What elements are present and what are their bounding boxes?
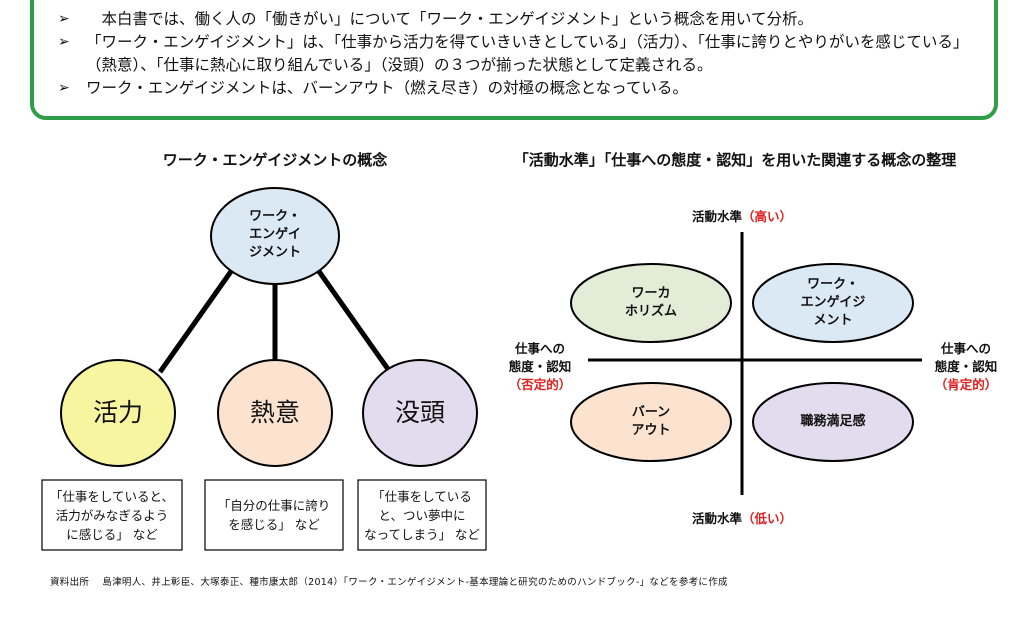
- axis-qualifier: （高い）: [742, 209, 793, 224]
- axis-qualifier: （肯定的）: [934, 377, 998, 392]
- description-line: に感じる」 など: [66, 527, 158, 542]
- workaholism-label: ワーカ ホリズム: [591, 285, 711, 321]
- burnout-ellipse: [570, 382, 732, 462]
- engagement-label: ワーク・ エンゲイジ メント: [773, 276, 893, 330]
- description-line: 「自分の仕事に誇り: [217, 498, 331, 513]
- axis-bottom-label: 活動水準（低い）: [662, 510, 822, 528]
- dedication-desc-box: [204, 479, 344, 551]
- bullet-text: 本白書では、働く人の「働きがい」について「ワーク・エンゲイジメント」という概念を…: [86, 10, 813, 28]
- source-note: 資料出所 島津明人、井上彰臣、大塚泰正、種市康太郎（2014）「ワーク・エンゲイ…: [50, 577, 728, 588]
- connector-line: [315, 268, 393, 374]
- dedication-ellipse: [217, 359, 333, 467]
- quadrant-line: バーン: [631, 405, 671, 420]
- axis-right-label: 仕事への 態度・認知 （肯定的）: [918, 340, 1014, 394]
- quadrant-line: ワーク・: [807, 277, 859, 292]
- center-node-line: エンゲイ: [249, 227, 301, 242]
- axis-text: 仕事への: [940, 341, 991, 356]
- axis-text: 態度・認知: [934, 359, 998, 374]
- connector-line: [157, 268, 235, 374]
- bullet-item: ➢ 「ワーク・エンゲイジメント」は、「仕事から活力を得ていきいきとしている」（活…: [58, 31, 988, 77]
- axis-text: 活動水準: [691, 209, 742, 224]
- axis-qualifier: （否定的）: [508, 377, 572, 392]
- center-node-ellipse: [210, 187, 340, 285]
- bullet-arrow-icon: ➢: [58, 34, 70, 50]
- description-line: 活力がみなぎるよう: [55, 508, 169, 523]
- description-line: 「仕事をしている: [372, 489, 472, 504]
- vigor-ellipse: [60, 359, 176, 467]
- description-line: なってしまう」 など: [364, 527, 480, 542]
- vigor-label: 活力: [92, 398, 143, 427]
- quadrant-line: アウト: [631, 423, 671, 438]
- axis-left-label: 仕事への 態度・認知 （否定的）: [492, 340, 588, 394]
- description-line: 「仕事をしていると、: [49, 489, 175, 504]
- axis-text: 仕事への: [514, 341, 565, 356]
- left-diagram-title: ワーク・エンゲイジメントの概念: [162, 151, 388, 169]
- axis-top-label: 活動水準（高い）: [662, 208, 822, 226]
- summary-box: [30, 0, 998, 120]
- bullet-text: 「ワーク・エンゲイジメント」は、「仕事から活力を得ていきいきとしている」（活力）…: [86, 33, 969, 74]
- center-node-line: ワーク・: [249, 209, 301, 224]
- engagement-ellipse: [752, 263, 914, 343]
- description-line: を感じる」 など: [228, 517, 320, 532]
- absorption-description: 「仕事をしている と、つい夢中に なってしまう」 など: [358, 487, 486, 544]
- right-diagram-title: 「活動水準」「仕事への態度・認知」を用いた関連する概念の整理: [513, 151, 957, 169]
- bullet-item: ➢ ワーク・エンゲイジメントは、バーンアウト（燃え尽き）の対極の概念となっている…: [58, 77, 988, 100]
- quadrant-line: ホリズム: [624, 304, 677, 319]
- vigor-desc-box: [41, 479, 183, 551]
- summary-bullets: ➢ 本白書では、働く人の「働きがい」について「ワーク・エンゲイジメント」という概…: [58, 8, 988, 100]
- quadrant-line: ワーカ: [631, 286, 671, 301]
- job-satisfaction-ellipse: [752, 382, 914, 462]
- bullet-text: ワーク・エンゲイジメントは、バーンアウト（燃え尽き）の対極の概念となっている。: [86, 79, 688, 97]
- absorption-label: 没頭: [394, 398, 445, 427]
- quadrant-line: エンゲイジ: [800, 295, 866, 310]
- vigor-description: 「仕事をしていると、 活力がみなぎるよう に感じる」 など: [42, 487, 182, 544]
- burnout-label: バーン アウト: [591, 404, 711, 440]
- quadrant-line: 職務満足感: [800, 414, 866, 429]
- bullet-arrow-icon: ➢: [58, 11, 70, 27]
- absorption-ellipse: [362, 359, 478, 467]
- dedication-description: 「自分の仕事に誇り を感じる」 など: [205, 496, 343, 534]
- center-node-line: ジメント: [248, 245, 301, 260]
- axis-text: 活動水準: [691, 511, 742, 526]
- quadrant-line: メント: [813, 313, 853, 328]
- axis-text: 態度・認知: [508, 359, 572, 374]
- dedication-label: 熱意: [249, 398, 300, 427]
- bullet-item: ➢ 本白書では、働く人の「働きがい」について「ワーク・エンゲイジメント」という概…: [58, 8, 988, 31]
- description-line: と、つい夢中に: [378, 508, 466, 523]
- axis-qualifier: （低い）: [742, 511, 793, 526]
- job-satisfaction-label: 職務満足感: [773, 413, 893, 431]
- center-node-label: ワーク・ エンゲイ ジメント: [211, 208, 339, 262]
- absorption-desc-box: [357, 479, 487, 551]
- workaholism-ellipse: [570, 263, 732, 343]
- bullet-arrow-icon: ➢: [58, 80, 70, 96]
